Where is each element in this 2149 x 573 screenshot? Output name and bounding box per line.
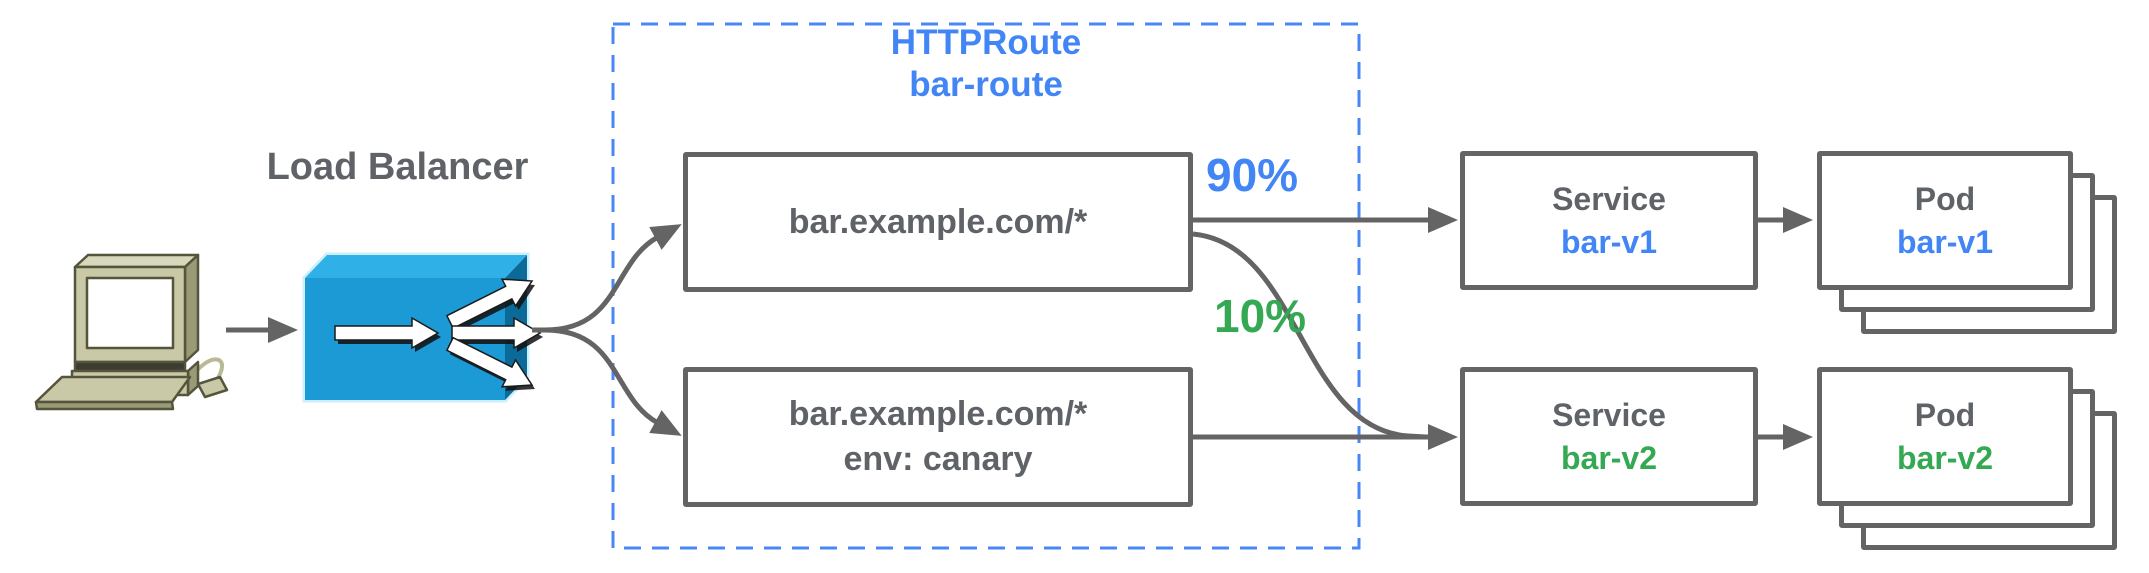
- pod-v1-name: bar-v1: [1896, 223, 1994, 260]
- lb-arrow-down: [445, 336, 534, 388]
- service-v2-name: bar-v2: [1560, 439, 1658, 476]
- keyboard-front: [34, 400, 175, 411]
- httproute-title: HTTPRoute bar-route: [613, 22, 1359, 106]
- pod-v2-kind: Pod: [1914, 396, 1976, 433]
- route-rule-2-match: bar.example.com/*: [788, 395, 1088, 433]
- httproute-title-kind: HTTPRoute: [890, 23, 1082, 62]
- service-bar-v1-box: Service bar-v1: [1460, 151, 1758, 290]
- lb-arrow-up: [445, 278, 534, 330]
- mouse: [196, 375, 229, 399]
- monitor-side-face: [183, 253, 200, 364]
- weight-10-label: 10%: [1214, 290, 1307, 342]
- keyboard-top: [34, 375, 192, 404]
- weight-90-label: 90%: [1206, 149, 1299, 201]
- lb-arrows: [334, 278, 543, 391]
- route-rule-1-match: bar.example.com/*: [788, 202, 1088, 241]
- lb-arrow-in: [334, 316, 440, 350]
- pod-bar-v2-stack: Pod bar-v2: [1817, 367, 2122, 557]
- pod-bar-v2-box: Pod bar-v2: [1817, 367, 2073, 506]
- service-v1-kind: Service: [1552, 180, 1666, 217]
- monitor-top-face: [73, 253, 200, 269]
- lb-arrow-mid: [451, 316, 542, 350]
- service-bar-v2-box: Service bar-v2: [1460, 367, 1758, 506]
- computer-icon: [34, 253, 229, 411]
- service-v1-name: bar-v1: [1560, 223, 1658, 260]
- arrow-lb-to-rule2: [544, 327, 682, 436]
- route-rule-2-header: env: canary: [843, 440, 1033, 478]
- monitor-base-gap: [73, 360, 187, 373]
- arrow-rule1-to-service-v2-curve: [1192, 231, 1427, 440]
- httproute-title-name: bar-route: [909, 65, 1063, 104]
- httproute-dashed-border: [611, 22, 1361, 550]
- load-balancer-3d-icon: [302, 252, 543, 403]
- service-v2-kind: Service: [1552, 396, 1666, 433]
- pod-bar-v1-box: Pod bar-v1: [1817, 151, 2073, 290]
- monitor-screen: [85, 276, 175, 350]
- load-balancer-label: Load Balancer: [266, 146, 529, 188]
- route-rule-1-box: bar.example.com/*: [683, 152, 1193, 292]
- pod-bar-v1-stack: Pod bar-v1: [1817, 151, 2122, 341]
- pod-v1-kind: Pod: [1914, 180, 1976, 217]
- arrow-lb-to-rule1: [544, 224, 682, 333]
- route-rule-2-box: bar.example.com/* env: canary: [683, 367, 1193, 507]
- lb-top-face: [305, 255, 527, 278]
- pod-v2-name: bar-v2: [1896, 439, 1994, 476]
